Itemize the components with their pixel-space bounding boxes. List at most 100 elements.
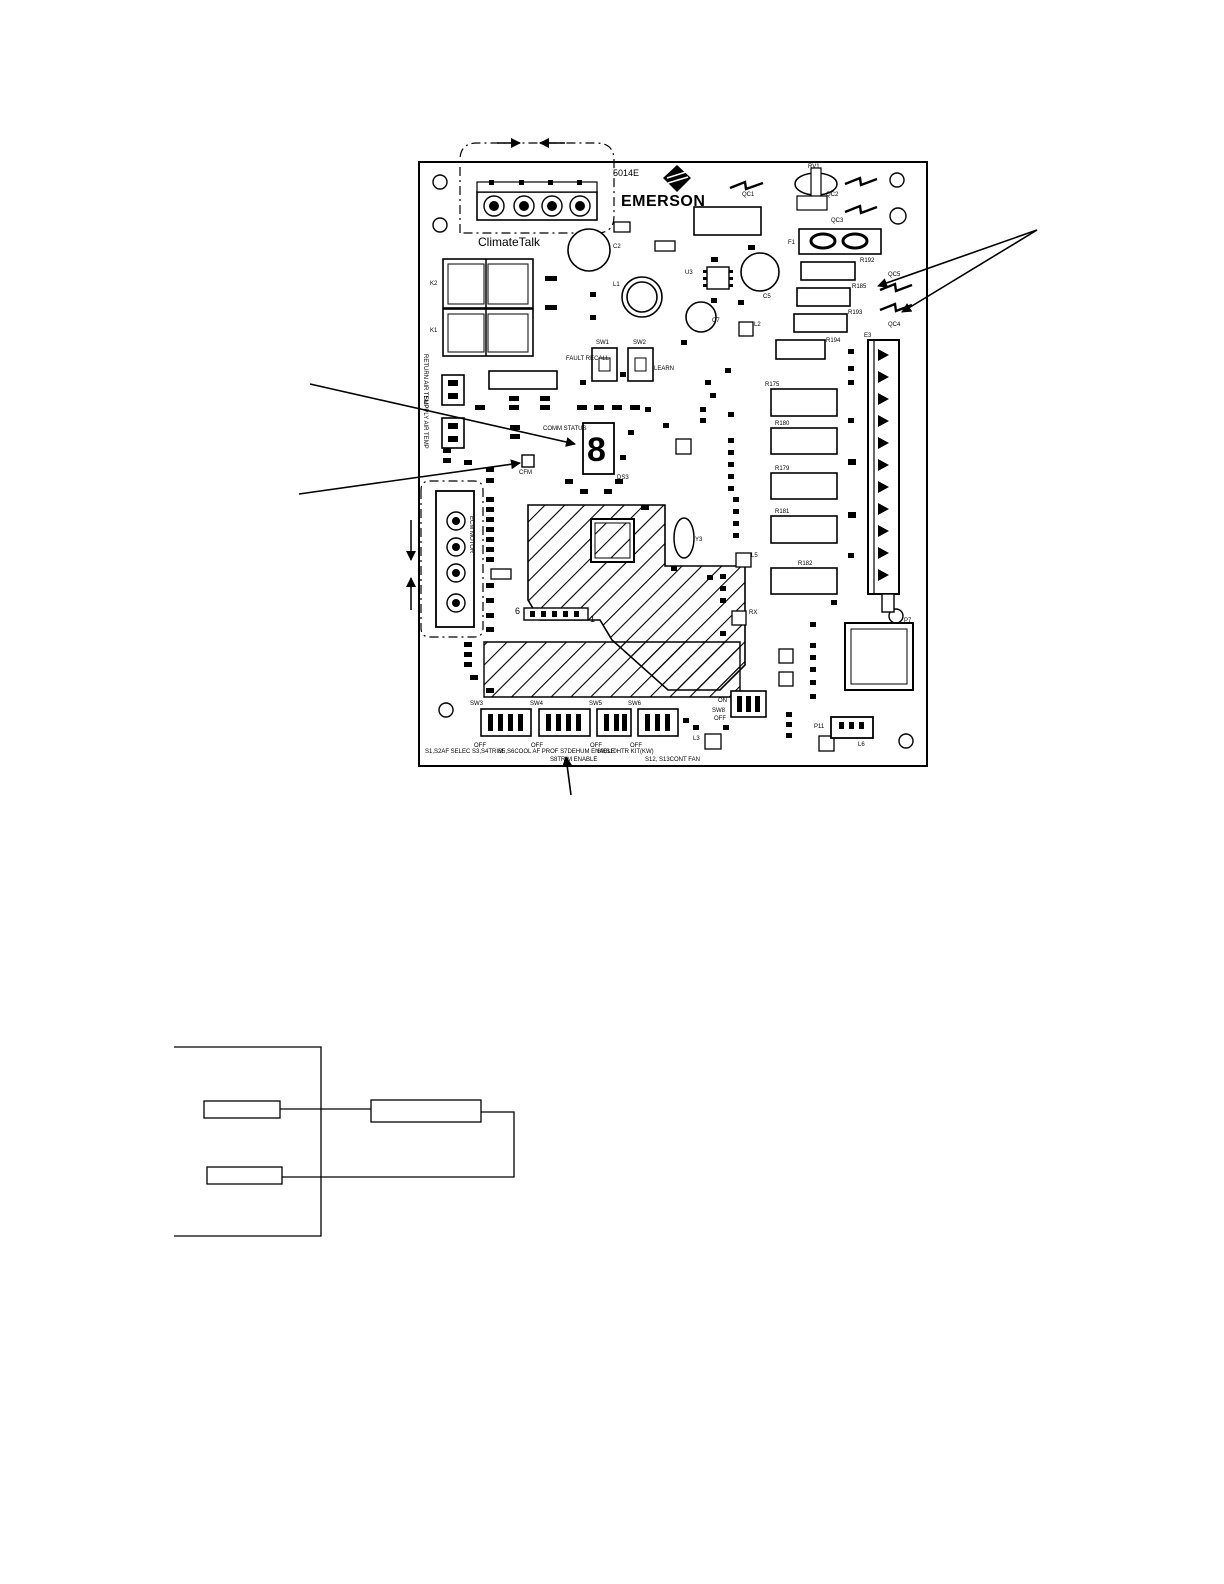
svg-text:ECM MOTOR: ECM MOTOR bbox=[468, 516, 474, 554]
svg-text:E3: E3 bbox=[864, 333, 872, 339]
svg-text:1: 1 bbox=[590, 614, 595, 624]
svg-text:R180: R180 bbox=[775, 421, 790, 427]
svg-text:C5: C5 bbox=[763, 294, 771, 300]
relay-k2: K2 bbox=[430, 258, 534, 309]
svg-text:L1: L1 bbox=[613, 282, 620, 288]
svg-text:QC1: QC1 bbox=[742, 192, 755, 198]
dip-switch-sw3: SW3 OFF bbox=[470, 701, 532, 749]
svg-text:SW4: SW4 bbox=[530, 701, 544, 707]
climatetalk-label: ClimateTalk bbox=[478, 235, 541, 249]
resistor-r30 bbox=[693, 206, 762, 236]
svg-text:OFF: OFF bbox=[531, 743, 543, 749]
capacitors bbox=[567, 228, 780, 333]
svg-text:S5,S6COOL AF PROF S7DEHUM ENAB: S5,S6COOL AF PROF S7DEHUM ENABLE bbox=[498, 749, 615, 755]
svg-text:R175: R175 bbox=[765, 382, 780, 388]
svg-text:U3: U3 bbox=[685, 270, 693, 276]
svg-text:K1: K1 bbox=[430, 328, 438, 334]
svg-text:R179: R179 bbox=[775, 466, 790, 472]
svg-text:R192: R192 bbox=[860, 258, 875, 264]
fault-recall-button: SW1 FAULT RECALL bbox=[566, 340, 618, 382]
ecm-motor-connector: ECM MOTOR bbox=[406, 480, 484, 638]
svg-text:S9,S10HTR KIT(KW): S9,S10HTR KIT(KW) bbox=[597, 749, 654, 755]
block-diagram bbox=[174, 1046, 515, 1237]
svg-text:R185: R185 bbox=[852, 284, 867, 290]
svg-text:SW6: SW6 bbox=[628, 701, 642, 707]
svg-text:C2: C2 bbox=[613, 244, 621, 250]
power-resistors-middle bbox=[770, 388, 838, 595]
svg-text:SW5: SW5 bbox=[589, 701, 603, 707]
svg-text:QC4: QC4 bbox=[888, 322, 901, 328]
svg-text:COMM STATUS: COMM STATUS bbox=[543, 426, 586, 432]
capacitor-labels: C2 C5 C7 L1 bbox=[613, 244, 771, 324]
svg-text:RX: RX bbox=[749, 610, 757, 616]
svg-text:RETURN AIR TEMP: RETURN AIR TEMP bbox=[422, 354, 428, 409]
dip-switch-sw8: SW8 OFF ON bbox=[712, 690, 767, 722]
svg-text:QC5: QC5 bbox=[888, 272, 901, 278]
svg-text:L6: L6 bbox=[858, 742, 865, 748]
ic-u3: U3 bbox=[685, 266, 733, 290]
svg-text:SUPPLY AIR TEMP: SUPPLY AIR TEMP bbox=[422, 396, 428, 449]
seven-segment-display: 8 DS3 COMM STATUS bbox=[543, 422, 629, 481]
svg-text:F1: F1 bbox=[788, 240, 796, 246]
svg-text:OFF: OFF bbox=[474, 743, 486, 749]
svg-text:S1,S2AF SELEC S3,S4TRIM: S1,S2AF SELEC S3,S4TRIM bbox=[425, 749, 503, 755]
supply-air-temp-connector: SUPPLY AIR TEMP bbox=[422, 396, 465, 449]
connector-p9: P7 bbox=[844, 618, 914, 691]
svg-text:SW3: SW3 bbox=[470, 701, 484, 707]
svg-text:DS3: DS3 bbox=[617, 475, 629, 481]
svg-text:R182: R182 bbox=[798, 561, 813, 567]
climatetalk-connector: ClimateTalk bbox=[459, 138, 615, 249]
svg-text:SW8: SW8 bbox=[712, 708, 726, 714]
svg-text:FAULT RECALL: FAULT RECALL bbox=[566, 356, 610, 362]
emerson-logo-icon bbox=[663, 165, 691, 192]
svg-text:L5: L5 bbox=[751, 553, 758, 559]
svg-text:K2: K2 bbox=[430, 281, 438, 287]
svg-text:CFM: CFM bbox=[519, 470, 532, 476]
mounting-holes bbox=[432, 172, 914, 749]
power-resistors-right bbox=[775, 261, 856, 360]
cfm-led: CFM bbox=[519, 454, 535, 476]
varistor: RV1 bbox=[794, 164, 838, 201]
header-p6: 6 1 bbox=[515, 606, 595, 624]
fuse-f1: F1 bbox=[788, 228, 882, 255]
svg-text:R181: R181 bbox=[775, 509, 790, 515]
return-air-temp-connector: RETURN AIR TEMP bbox=[422, 354, 465, 409]
small-parts bbox=[490, 221, 835, 752]
dip-switch-sw5: SW5 OFF bbox=[589, 701, 632, 749]
svg-text:ON: ON bbox=[718, 698, 727, 704]
switch-hatch-region bbox=[483, 641, 741, 698]
svg-text:P11: P11 bbox=[814, 724, 825, 730]
terminal-strip-e3: E3 bbox=[864, 333, 900, 613]
svg-text:SW1: SW1 bbox=[596, 340, 610, 346]
dip-switch-function-labels: S1,S2AF SELEC S3,S4TRIM S5,S6COOL AF PRO… bbox=[425, 749, 700, 763]
dip-switch-sw4: SW4 OFF bbox=[530, 701, 591, 749]
smd-pads bbox=[443, 245, 856, 738]
power-resistor-labels-middle: R175 R180 R179 R181 R182 bbox=[765, 382, 813, 567]
svg-text:R194: R194 bbox=[826, 338, 841, 344]
dip-switch-sw6: SW6 OFF bbox=[628, 701, 679, 749]
brand-name: EMERSON bbox=[621, 193, 705, 210]
connector-p11: P11 bbox=[814, 716, 874, 739]
relay-k1: K1 bbox=[430, 308, 534, 357]
svg-text:OFF: OFF bbox=[630, 743, 642, 749]
svg-text:OFF: OFF bbox=[590, 743, 602, 749]
resistor-p5 bbox=[488, 370, 558, 390]
callout-lines bbox=[298, 229, 1038, 796]
varistor-label: RV1 bbox=[808, 164, 820, 170]
crystal-y3: Y3 bbox=[673, 517, 703, 559]
part-number: 5014E bbox=[613, 168, 639, 178]
svg-text:LEARN: LEARN bbox=[654, 366, 674, 372]
svg-text:QC2: QC2 bbox=[826, 192, 839, 198]
svg-text:L2: L2 bbox=[754, 322, 761, 328]
svg-text:S12, S13CONT FAN: S12, S13CONT FAN bbox=[645, 757, 700, 763]
svg-text:L3: L3 bbox=[693, 736, 700, 742]
svg-text:SW2: SW2 bbox=[633, 340, 647, 346]
svg-text:P7: P7 bbox=[904, 618, 912, 624]
svg-text:6: 6 bbox=[515, 606, 520, 616]
svg-text:Y3: Y3 bbox=[695, 537, 703, 543]
svg-text:8: 8 bbox=[587, 431, 606, 469]
svg-text:C7: C7 bbox=[712, 318, 720, 324]
svg-text:S8TRIM ENABLE: S8TRIM ENABLE bbox=[550, 757, 597, 763]
svg-text:OFF: OFF bbox=[714, 716, 726, 722]
